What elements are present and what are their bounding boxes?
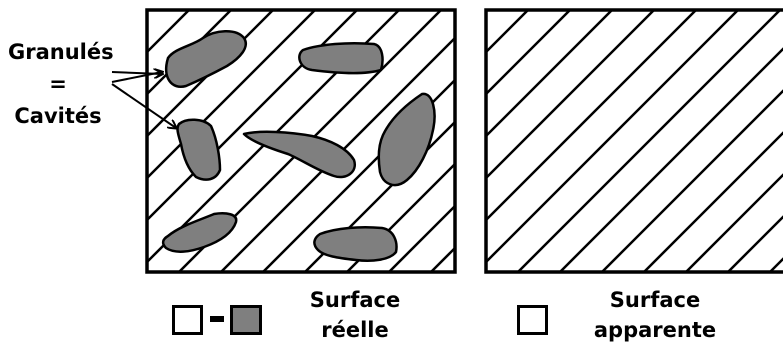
legend-apparent-surface-label-line1: Surface — [585, 290, 725, 311]
legend-real-surface-label-line2: réelle — [290, 320, 420, 341]
legend-apparent-surface-label-line2: apparente — [585, 320, 725, 341]
annotation-equals-sign: = — [8, 74, 108, 95]
annotation-granules-label: Granulés — [8, 42, 108, 63]
legend-apparent-swatch — [517, 305, 548, 335]
legend-gray-swatch — [230, 305, 262, 335]
granule — [314, 227, 396, 260]
legend-real-surface-label-line1: Surface — [290, 290, 420, 311]
granule — [299, 43, 382, 73]
legend-minus-sign — [210, 316, 224, 322]
legend-white-swatch — [172, 305, 203, 335]
annotation-cavities-label: Cavités — [8, 106, 108, 127]
